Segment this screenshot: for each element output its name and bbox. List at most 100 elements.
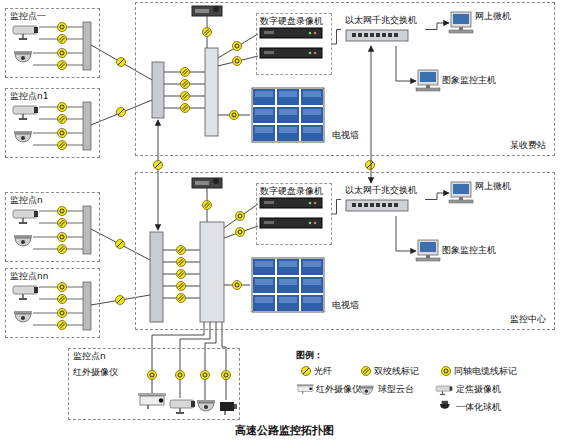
equipment-part: [13, 206, 91, 254]
node-label: 图象监控主机: [442, 245, 496, 256]
connector: [425, 193, 449, 200]
node-label: 监控中心: [510, 314, 546, 325]
computer-node: 网上微机: [449, 179, 529, 207]
legend-text: 光纤: [314, 366, 332, 377]
computer-node: 网上微机: [449, 9, 529, 37]
equipment-part: [205, 48, 218, 136]
recorder-group: 数字硬盘录像机: [256, 183, 332, 245]
equipment-part: [177, 294, 186, 303]
wires: [91, 16, 258, 400]
connector: [332, 30, 341, 45]
equipment-part: [260, 198, 322, 208]
equipment-part: [117, 108, 126, 117]
legend-text: 同轴电缆线标记: [454, 366, 517, 377]
node-label: 以太网千兆交换机: [345, 185, 417, 196]
equipment-part: [200, 222, 224, 322]
equipment-part: [236, 212, 245, 221]
node-label: 监控点n: [73, 351, 106, 362]
equipment-part: [177, 246, 186, 255]
equipment-part: [346, 200, 408, 211]
legend-text: 双绞线标记: [374, 366, 419, 377]
legend-text: 一体化球机: [456, 402, 501, 413]
equipment-part: [13, 22, 91, 70]
equipment-part: [297, 384, 314, 394]
site-box: 监控点n1: [5, 88, 100, 158]
node-label: 监控点n: [10, 195, 43, 206]
equipment-part: [91, 45, 152, 305]
equipment-part: [181, 92, 190, 101]
equipment-part: [152, 62, 164, 118]
equipment-part: [181, 80, 190, 89]
equipment-part: [297, 384, 314, 394]
equipment-part: [177, 282, 186, 291]
equipment-part: [440, 404, 450, 409]
equipment-part: [449, 12, 473, 33]
equipment-part: [170, 400, 195, 414]
equipment-part: [233, 57, 242, 66]
equipment-part: [252, 258, 324, 312]
equipment-part: [359, 386, 373, 395]
equipment-part: [222, 371, 231, 380]
equipment-part: [154, 161, 163, 170]
equipment-part: [176, 371, 185, 380]
connector: [396, 216, 416, 251]
tv-wall-node: 电视墙: [251, 257, 361, 315]
equipment-part: [416, 240, 440, 261]
switch-node: 以太网千兆交换机: [341, 183, 425, 216]
switch-node: 以太网千兆交换机: [341, 13, 425, 46]
equipment-part: [177, 258, 186, 267]
equipment-part: [440, 401, 450, 409]
connector: [425, 23, 449, 30]
equipment-part: [366, 161, 375, 170]
site-box: 监控点n: [5, 192, 100, 262]
equipment-part: [230, 111, 239, 120]
equipment-part: [13, 282, 91, 330]
equipment-part: [260, 48, 322, 58]
equipment-part: [260, 28, 322, 38]
equipment-part: [181, 104, 190, 113]
node-label: 监控点一: [10, 11, 46, 22]
node-label: 电视墙: [332, 300, 359, 311]
equipment-part: [116, 240, 125, 249]
equipment-part: [181, 68, 190, 77]
equipment-part: [252, 88, 324, 142]
equipment-part: [13, 102, 91, 150]
legend-text: 定焦摄像机: [456, 384, 501, 395]
equipment-part: [150, 232, 163, 322]
equipment-part: [260, 218, 322, 228]
equipment-part: [201, 371, 210, 380]
caption: 高速公路监控拓扑图: [0, 424, 569, 438]
equipment-part: [116, 296, 125, 305]
equipment-part: [359, 386, 373, 395]
equipment-part: [362, 367, 371, 376]
equipment-part: [416, 70, 440, 91]
equipment-part: [148, 371, 157, 380]
node-label: 监控点nn: [10, 271, 48, 282]
region-box: 某收费站 数字硬盘录像机 以太网千兆交换机 网上微机图象监控主机电视墙: [135, 2, 555, 156]
node-label: 数字硬盘录像机: [260, 16, 323, 27]
node-label: 某收费站: [510, 140, 546, 151]
equipment-part: [164, 72, 205, 108]
equipment-part: [152, 322, 226, 400]
equipment-part: [158, 120, 159, 230]
equipment-part: [138, 393, 166, 409]
equipment-part: [442, 401, 448, 404]
equipment-part: [449, 182, 473, 203]
equipment-part: [346, 30, 408, 41]
cable-marks: [116, 28, 375, 380]
node-label: 图象监控主机: [442, 75, 496, 86]
connector: [396, 46, 416, 81]
equipment: [138, 6, 473, 415]
site-box: 监控点nn: [5, 268, 100, 338]
equipment-part: [197, 400, 215, 411]
equipment-part: [436, 386, 452, 395]
node-label: 网上微机: [475, 11, 511, 22]
host-node: 图象监控主机: [416, 237, 514, 265]
equipment-part: [117, 58, 126, 67]
region-box: 监控中心 数字硬盘录像机 以太网千兆交换机 网上微机图象监控主机电视墙: [135, 172, 555, 330]
equipment-part: [163, 250, 200, 298]
site-equipment: [13, 22, 91, 330]
tv-wall-node: 电视墙: [251, 87, 361, 145]
recorder-group: 数字硬盘录像机: [256, 13, 332, 75]
